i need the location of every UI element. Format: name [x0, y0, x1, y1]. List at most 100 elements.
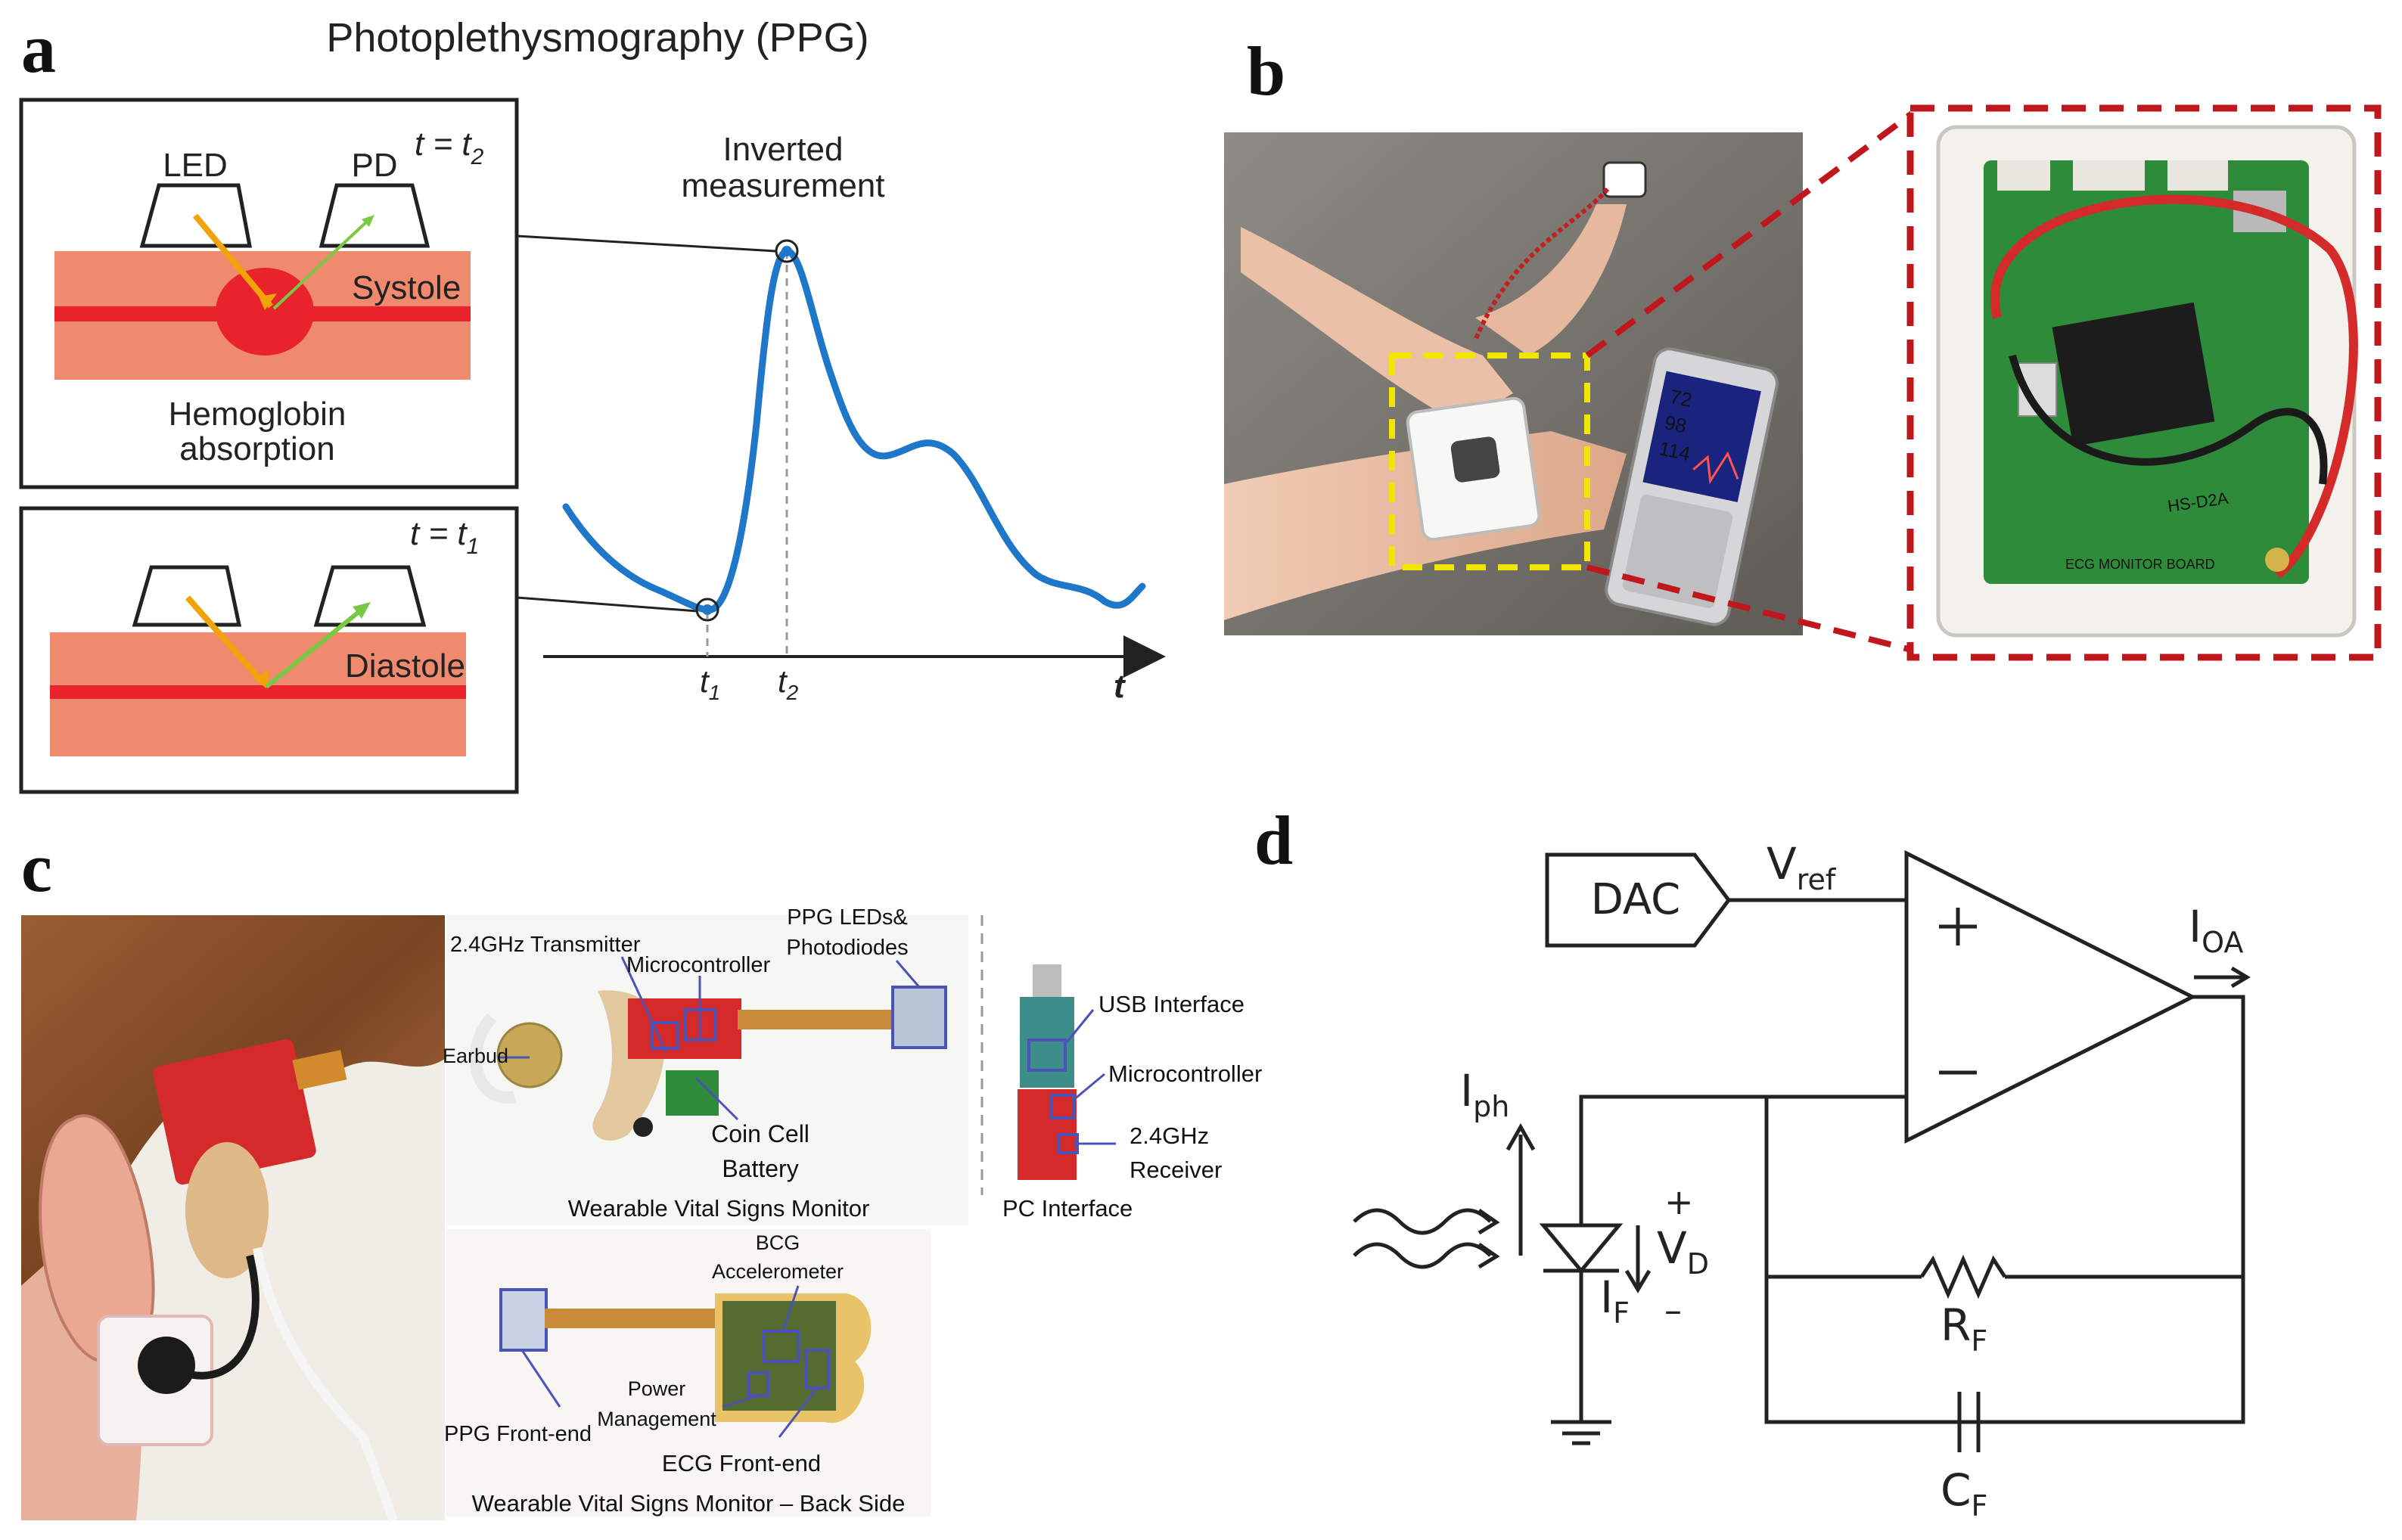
time-label-t2: t = t2: [415, 126, 484, 169]
pd-housing-bottom: [313, 565, 427, 627]
measurement-label: measurement: [681, 167, 884, 204]
receiver-label-1: 2.4GHz: [1130, 1122, 1209, 1149]
power-leader: [722, 1394, 759, 1408]
panel-d: d: [1254, 802, 2251, 1523]
hemoglobin-label: Hemoglobin: [169, 396, 346, 433]
connector-2: [2073, 160, 2145, 191]
bcg-label-1: BCG: [756, 1231, 800, 1254]
phone-keyboard: [1622, 494, 1733, 608]
pc-micro-leader: [1072, 1073, 1105, 1102]
panel-a: a Photoplethysmography (PPG) LED PD t = …: [19, 10, 1166, 794]
vd-arrow-head: [1624, 1269, 1652, 1293]
ioa-arrow-head: [2230, 966, 2251, 989]
usb-plug: [1033, 964, 1061, 998]
white-cable: [253, 1247, 398, 1523]
front-board-photo: 2.4GHz Transmitter Microcontroller PPG L…: [443, 905, 968, 1225]
earbud-label: Earbud: [443, 1045, 508, 1067]
pc-micro-label: Microcontroller: [1108, 1060, 1262, 1087]
systole-label: Systole: [352, 269, 461, 306]
panel-c: c: [21, 829, 1262, 1523]
ppg-waveform-plot: Inverted measurement t1 t2 t: [516, 131, 1166, 705]
zoom-line-top: [1585, 109, 1916, 359]
led-ray-head-bottom: [253, 670, 269, 688]
iph-arrow-head: [1506, 1122, 1536, 1151]
black-cable: [164, 1254, 259, 1380]
light-wave-2: [1353, 1242, 1492, 1269]
dac-block: [1545, 852, 1732, 948]
circuit-schematic: [1353, 849, 2251, 1452]
time-label-t1: t = t1: [410, 515, 479, 559]
inverted-label: Inverted: [723, 131, 844, 168]
ecg-leader: [778, 1387, 819, 1438]
usb-label: USB Interface: [1098, 991, 1245, 1017]
trough-dot: [702, 604, 713, 615]
iph-label: Iph: [1460, 1065, 1509, 1123]
peak-dot: [782, 246, 792, 256]
trough-marker: [695, 598, 719, 622]
sensor-cable: [1473, 187, 1610, 342]
led-ray-bottom: [185, 595, 264, 683]
ppg-signal-line: [562, 247, 1146, 613]
ppg-front-board: [499, 1288, 548, 1352]
ecg-board-closeup: HS-D2A ECG MONITOR BOARD: [1906, 104, 2382, 661]
earbud-tube: [469, 1013, 516, 1104]
phone-ecg-trace: [1692, 451, 1739, 485]
pd-ray-bottom: [265, 607, 363, 689]
power-highlight: [747, 1371, 769, 1397]
panel-letter-c: c: [21, 829, 52, 906]
photodiode-triangle: [1539, 1223, 1624, 1274]
light-wave-head-2: [1478, 1242, 1500, 1269]
board-name-text: ECG MONITOR BOARD: [2065, 557, 2215, 572]
receiver-label-2: Receiver: [1130, 1157, 1222, 1183]
ppg-leds-label: PPG LEDs&: [787, 905, 908, 930]
back-caption: Wearable Vital Signs Monitor – Back Side: [472, 1490, 906, 1517]
light-wave-1: [1353, 1208, 1492, 1235]
phone-screen: [1642, 371, 1761, 502]
wrist-device-photo: 72 98 114: [1224, 132, 1803, 635]
t1-tick: t1: [700, 663, 720, 704]
pd-ray-top: [272, 218, 371, 310]
t2-tick: t2: [778, 663, 799, 704]
wrist-monitor-sensor: [1450, 436, 1500, 483]
absorption-label: absorption: [179, 430, 334, 467]
main-chip: [2052, 302, 2215, 447]
pd-ray-head-bottom: [353, 602, 371, 619]
vd-label: VD: [1657, 1222, 1709, 1281]
time-axis-label: t: [1114, 668, 1126, 705]
ppg-front-label: PPG Front-end: [444, 1422, 592, 1446]
vref-label: Vref: [1767, 838, 1837, 896]
panel-letter-a: a: [21, 10, 56, 87]
coin: [496, 1022, 563, 1088]
ear-photo: [21, 915, 445, 1523]
zoom-line-bottom: [1586, 564, 1915, 654]
rf-label: RF: [1941, 1299, 1987, 1358]
battery-label: Battery: [722, 1155, 798, 1182]
power-label-2: Management: [597, 1408, 716, 1430]
head-pcb: [153, 1039, 316, 1185]
pc-micro-highlight: [1050, 1094, 1076, 1119]
ppg-sensor-board: [891, 986, 947, 1049]
connector-3: [2167, 160, 2228, 191]
power-label-1: Power: [628, 1377, 686, 1400]
front-caption: Wearable Vital Signs Monitor: [568, 1195, 870, 1222]
back-board-photo: BCG Accelerometer Power Management PPG F…: [444, 1229, 931, 1517]
dac-label: DAC: [1591, 875, 1681, 924]
cf-label: CF: [1941, 1464, 1987, 1523]
circuit-labels: DAC Vref IOA Iph VD + – IF RF CF: [1460, 838, 2243, 1523]
vd-minus-label: –: [1664, 1290, 1682, 1330]
ppg-title: Photoplethysmography (PPG): [326, 15, 869, 61]
mount-hole: [2265, 548, 2289, 572]
led-label: LED: [163, 147, 228, 184]
transmitter-label: 2.4GHz Transmitter: [450, 933, 641, 957]
smartphone: 72 98 114: [1605, 347, 1779, 626]
pointing-hand: [1241, 227, 1513, 424]
usb-highlight: [1027, 1039, 1067, 1072]
battery: [633, 1117, 653, 1137]
black-wire: [2009, 354, 2328, 485]
systole-box: LED PD t = t2 Systole Hemoglobin absorpt…: [19, 98, 519, 489]
led-housing-bottom: [132, 565, 242, 627]
transmitter-leader: [620, 956, 667, 1052]
back-pcb: [722, 1301, 836, 1411]
panel-letter-b: b: [1247, 33, 1285, 110]
led-ray-head-top: [259, 293, 277, 310]
